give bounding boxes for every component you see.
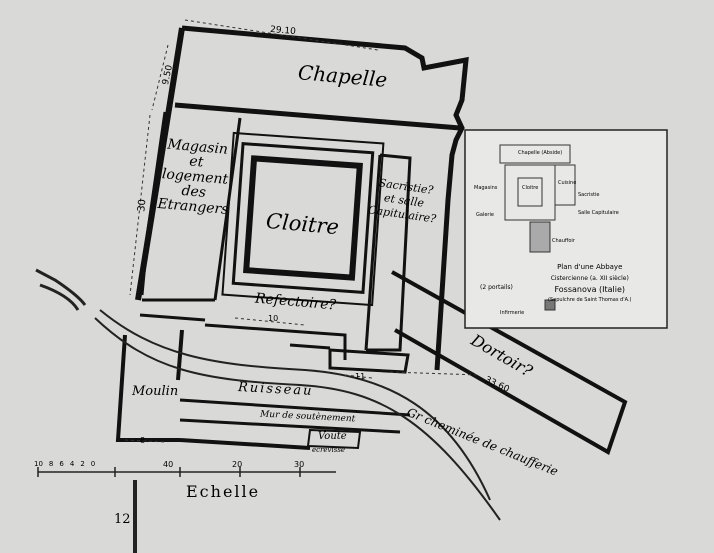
scale-tick: 4 [69, 460, 75, 468]
inset-room-cuisine: Cuisine [558, 180, 577, 186]
label-cheminee: Gr cheminée de chaufferie [404, 405, 561, 479]
inset-room-chapelle: Chapelle (Abside) [518, 150, 563, 156]
scale-tick: 20 [232, 460, 243, 469]
dim-moulin-width: 8 [140, 436, 146, 445]
inset-room-galerie: Galerie [476, 212, 494, 218]
caption-line: Plan d'une Abbaye [557, 263, 623, 271]
inset-plan [464, 129, 668, 329]
label-mur: Mur de soutènement [259, 409, 356, 425]
label-voute: Voute [318, 431, 347, 442]
room-magasin: Magasin et logement des Etrangers [157, 137, 233, 218]
scale-tick: 0 [90, 460, 96, 468]
dim-top-left-short: 9.50 [161, 64, 175, 86]
scale-tick: 30 [294, 460, 305, 469]
label-ecrevisse: écrevisse [312, 446, 346, 454]
dim-refectoire-width: 10 [268, 314, 279, 323]
dim-top-width: 29.10 [269, 24, 297, 38]
inset-note: (2 portails) [480, 284, 513, 291]
scale-tick: 8 [48, 460, 54, 468]
dimension-lines [124, 19, 481, 443]
scale-bar [37, 467, 336, 553]
caption-line: Fossanova (Italie) [554, 285, 626, 294]
page-number: 12 [114, 512, 131, 527]
inset-room-magasins: Magasins [474, 185, 498, 191]
caption-line: Cistercienne (a. XII siècle) [550, 275, 629, 282]
inset-room-capitulaire: Salle Capitulaire [578, 210, 619, 216]
scale-tick: 40 [163, 460, 174, 469]
dim-left-height: 30 [136, 198, 149, 213]
scale-left-ticks: 10 8 6 4 2 0 [34, 460, 95, 468]
inset-room-cloitre: Cloitre [522, 185, 539, 191]
room-sacristie: Sacristie? et salle Capitulaire? [365, 175, 442, 227]
room-cloitre: Cloitre [265, 208, 340, 240]
caption-line: (Sepulchre de Saint Thomas d'A.) [548, 297, 632, 303]
dim-dortoir-length: 33.60 [483, 375, 511, 395]
inset-caption: Plan d'une Abbaye Cistercienne (a. XII s… [548, 262, 631, 306]
scale-tick: 2 [80, 460, 85, 468]
room-chapelle: Chapelle [297, 60, 389, 92]
inset-room-sacristie: Sacristie [578, 192, 600, 198]
room-refectoire: Refectoire? [254, 290, 337, 314]
scale-label: Echelle [186, 482, 261, 501]
inset-room-infirmerie: Infirmerie [500, 310, 525, 316]
room-moulin: Moulin [132, 384, 179, 399]
scale-tick: 10 [34, 460, 43, 468]
room-dortoir: Dortoir? [467, 330, 536, 381]
stream [35, 268, 501, 521]
label-ruisseau: Ruisseau [237, 380, 314, 399]
scale-tick: 6 [59, 460, 64, 468]
dim-lower-width: 11 [355, 372, 366, 381]
inset-room-chauffoir: Chauffoir [552, 238, 575, 244]
